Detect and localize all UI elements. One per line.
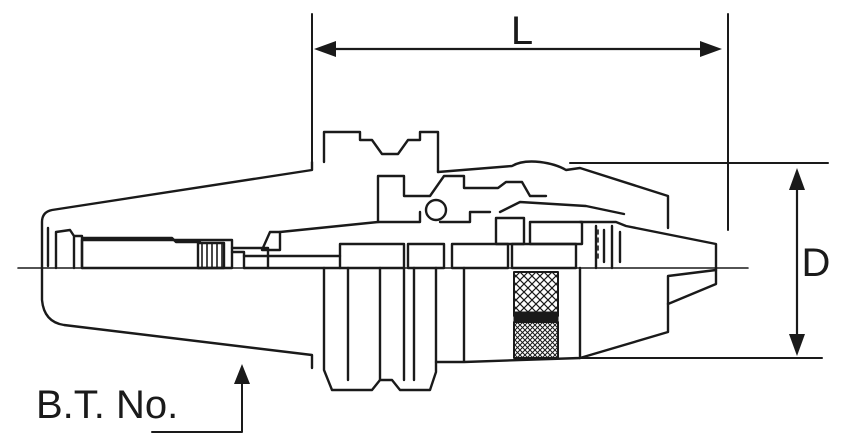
inner-segment-4 (510, 242, 578, 270)
inner-segment-1 (338, 242, 406, 270)
knurl-grip (196, 241, 226, 270)
section-hatch-upper (513, 271, 559, 317)
clamp-nut-upper (436, 160, 670, 230)
inner-segment-2 (406, 242, 446, 270)
taper-label: B.T. No. (36, 383, 178, 427)
d-arrow-bottom (789, 334, 805, 356)
bt-arrow-up (234, 364, 250, 384)
flange-lower-outline (322, 266, 438, 392)
collet-seat-upper (528, 220, 584, 246)
clamp-nut-slope (498, 200, 626, 216)
diameter-label: D (802, 241, 831, 285)
clamp-nut-lower (578, 268, 718, 360)
taper-shank-outline (40, 160, 314, 370)
inner-top-line (242, 254, 342, 270)
bt-leader-line (151, 377, 243, 433)
inner-segment-3 (450, 242, 510, 270)
inner-ring-lines (494, 216, 526, 246)
body-upper-inner (278, 174, 548, 234)
ball-detent (424, 198, 448, 222)
pull-stud-outline (46, 226, 202, 270)
section-band (513, 311, 559, 323)
pull-stud-nose (230, 246, 270, 270)
collet-nose-lower (666, 266, 718, 306)
pull-stud-body (80, 238, 234, 270)
d-arrow-top (789, 168, 805, 190)
knurl-lines (201, 242, 223, 269)
l-arrow-right (700, 41, 722, 57)
flange-lower-grooves (346, 266, 416, 382)
collet-nose-upper (578, 220, 718, 270)
collet-nose-inner (594, 224, 622, 270)
length-label: L (511, 9, 533, 53)
body-step-upper (376, 210, 492, 224)
flange-upper-outline (322, 130, 440, 174)
section-hatch-lower (513, 321, 559, 359)
l-arrow-left (314, 41, 336, 57)
